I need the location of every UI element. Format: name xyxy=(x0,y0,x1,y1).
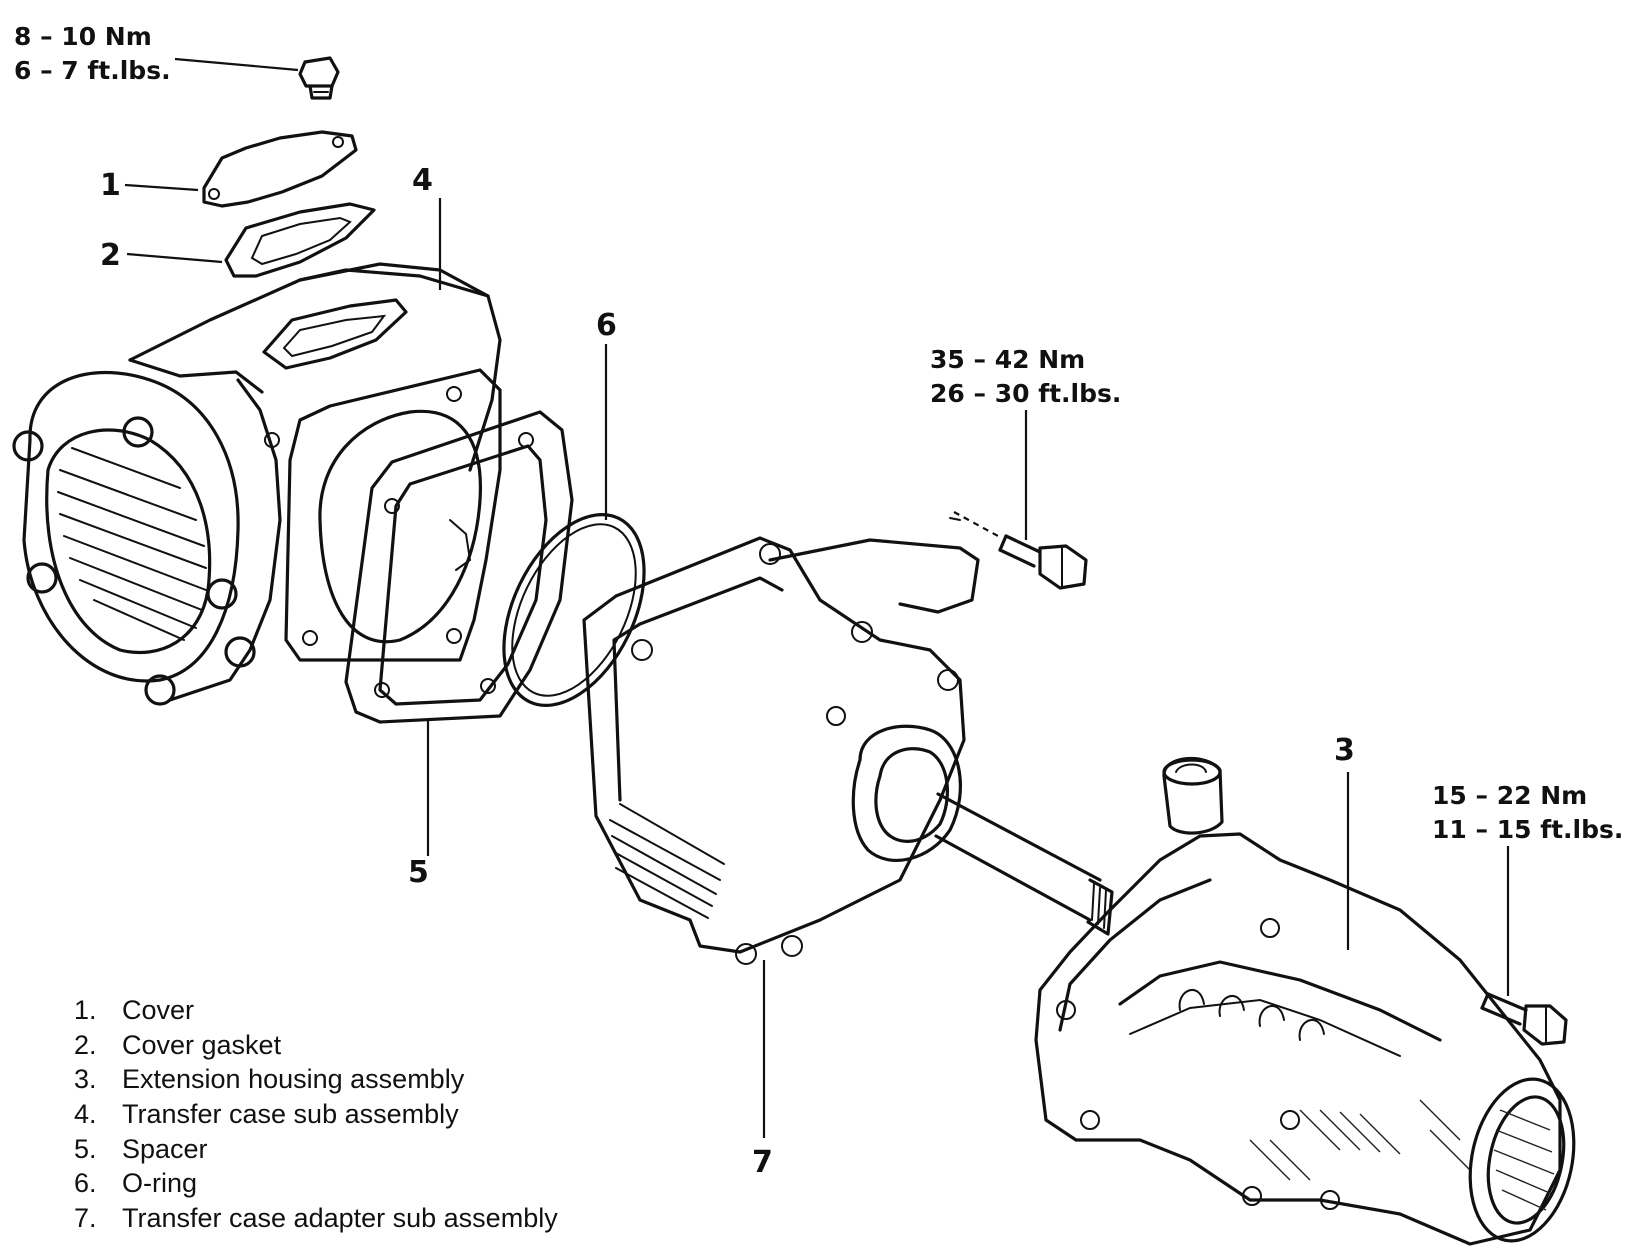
o-ring xyxy=(502,513,646,707)
callout-2: 2 xyxy=(100,238,121,273)
legend-num-3: 3. xyxy=(74,1064,97,1094)
leader-1 xyxy=(124,183,199,192)
leader-2 xyxy=(126,252,223,264)
legend-label-1: Cover xyxy=(122,995,194,1025)
extension-bolt xyxy=(1480,992,1568,1046)
legend-num-6: 6. xyxy=(74,1168,97,1198)
extension-bolt-torque-nm: 15 – 22 Nm xyxy=(1432,781,1587,810)
leader-drain-plug xyxy=(174,57,299,72)
legend-label-6: O-ring xyxy=(122,1168,197,1198)
legend-label-4: Transfer case sub assembly xyxy=(122,1099,459,1129)
transfer-case xyxy=(12,262,502,706)
legend-num-5: 5. xyxy=(74,1134,97,1164)
leader-adapter-bolt-dashed xyxy=(953,511,999,537)
legend-label-2: Cover gasket xyxy=(122,1030,282,1060)
legend-num-7: 7. xyxy=(74,1203,97,1233)
drain-plug-torque-ftlbs: 6 – 7 ft.lbs. xyxy=(14,56,171,85)
legend-num-2: 2. xyxy=(74,1030,97,1060)
legend-label-7: Transfer case adapter sub assembly xyxy=(122,1203,558,1233)
legend-label-3: Extension housing assembly xyxy=(122,1064,465,1094)
callout-3: 3 xyxy=(1334,733,1355,768)
transfer-case-adapter xyxy=(582,517,980,965)
legend-num-4: 4. xyxy=(74,1099,97,1129)
adapter-bolt-torque-nm: 35 – 42 Nm xyxy=(930,345,1085,374)
drain-plug-torque-nm: 8 – 10 Nm xyxy=(14,22,152,51)
legend-num-1: 1. xyxy=(74,995,97,1025)
adapter-bolt xyxy=(998,534,1088,590)
callout-7: 7 xyxy=(752,1145,773,1180)
extension-housing xyxy=(1034,756,1576,1246)
extension-bolt-torque-ftlbs: 11 – 15 ft.lbs. xyxy=(1432,815,1623,844)
legend-label-5: Spacer xyxy=(122,1134,208,1164)
callout-4: 4 xyxy=(412,163,433,198)
parts-legend: 1. Cover 2. Cover gasket 3. Extension ho… xyxy=(74,995,558,1233)
drain-plug xyxy=(298,56,340,100)
callout-6: 6 xyxy=(596,308,617,343)
callout-5: 5 xyxy=(408,855,429,890)
adapter-bolt-torque-ftlbs: 26 – 30 ft.lbs. xyxy=(930,379,1121,408)
spacer xyxy=(344,410,574,724)
output-shaft xyxy=(934,792,1114,936)
callout-1: 1 xyxy=(100,168,121,203)
cover xyxy=(202,130,358,208)
cover-gasket xyxy=(224,202,376,278)
